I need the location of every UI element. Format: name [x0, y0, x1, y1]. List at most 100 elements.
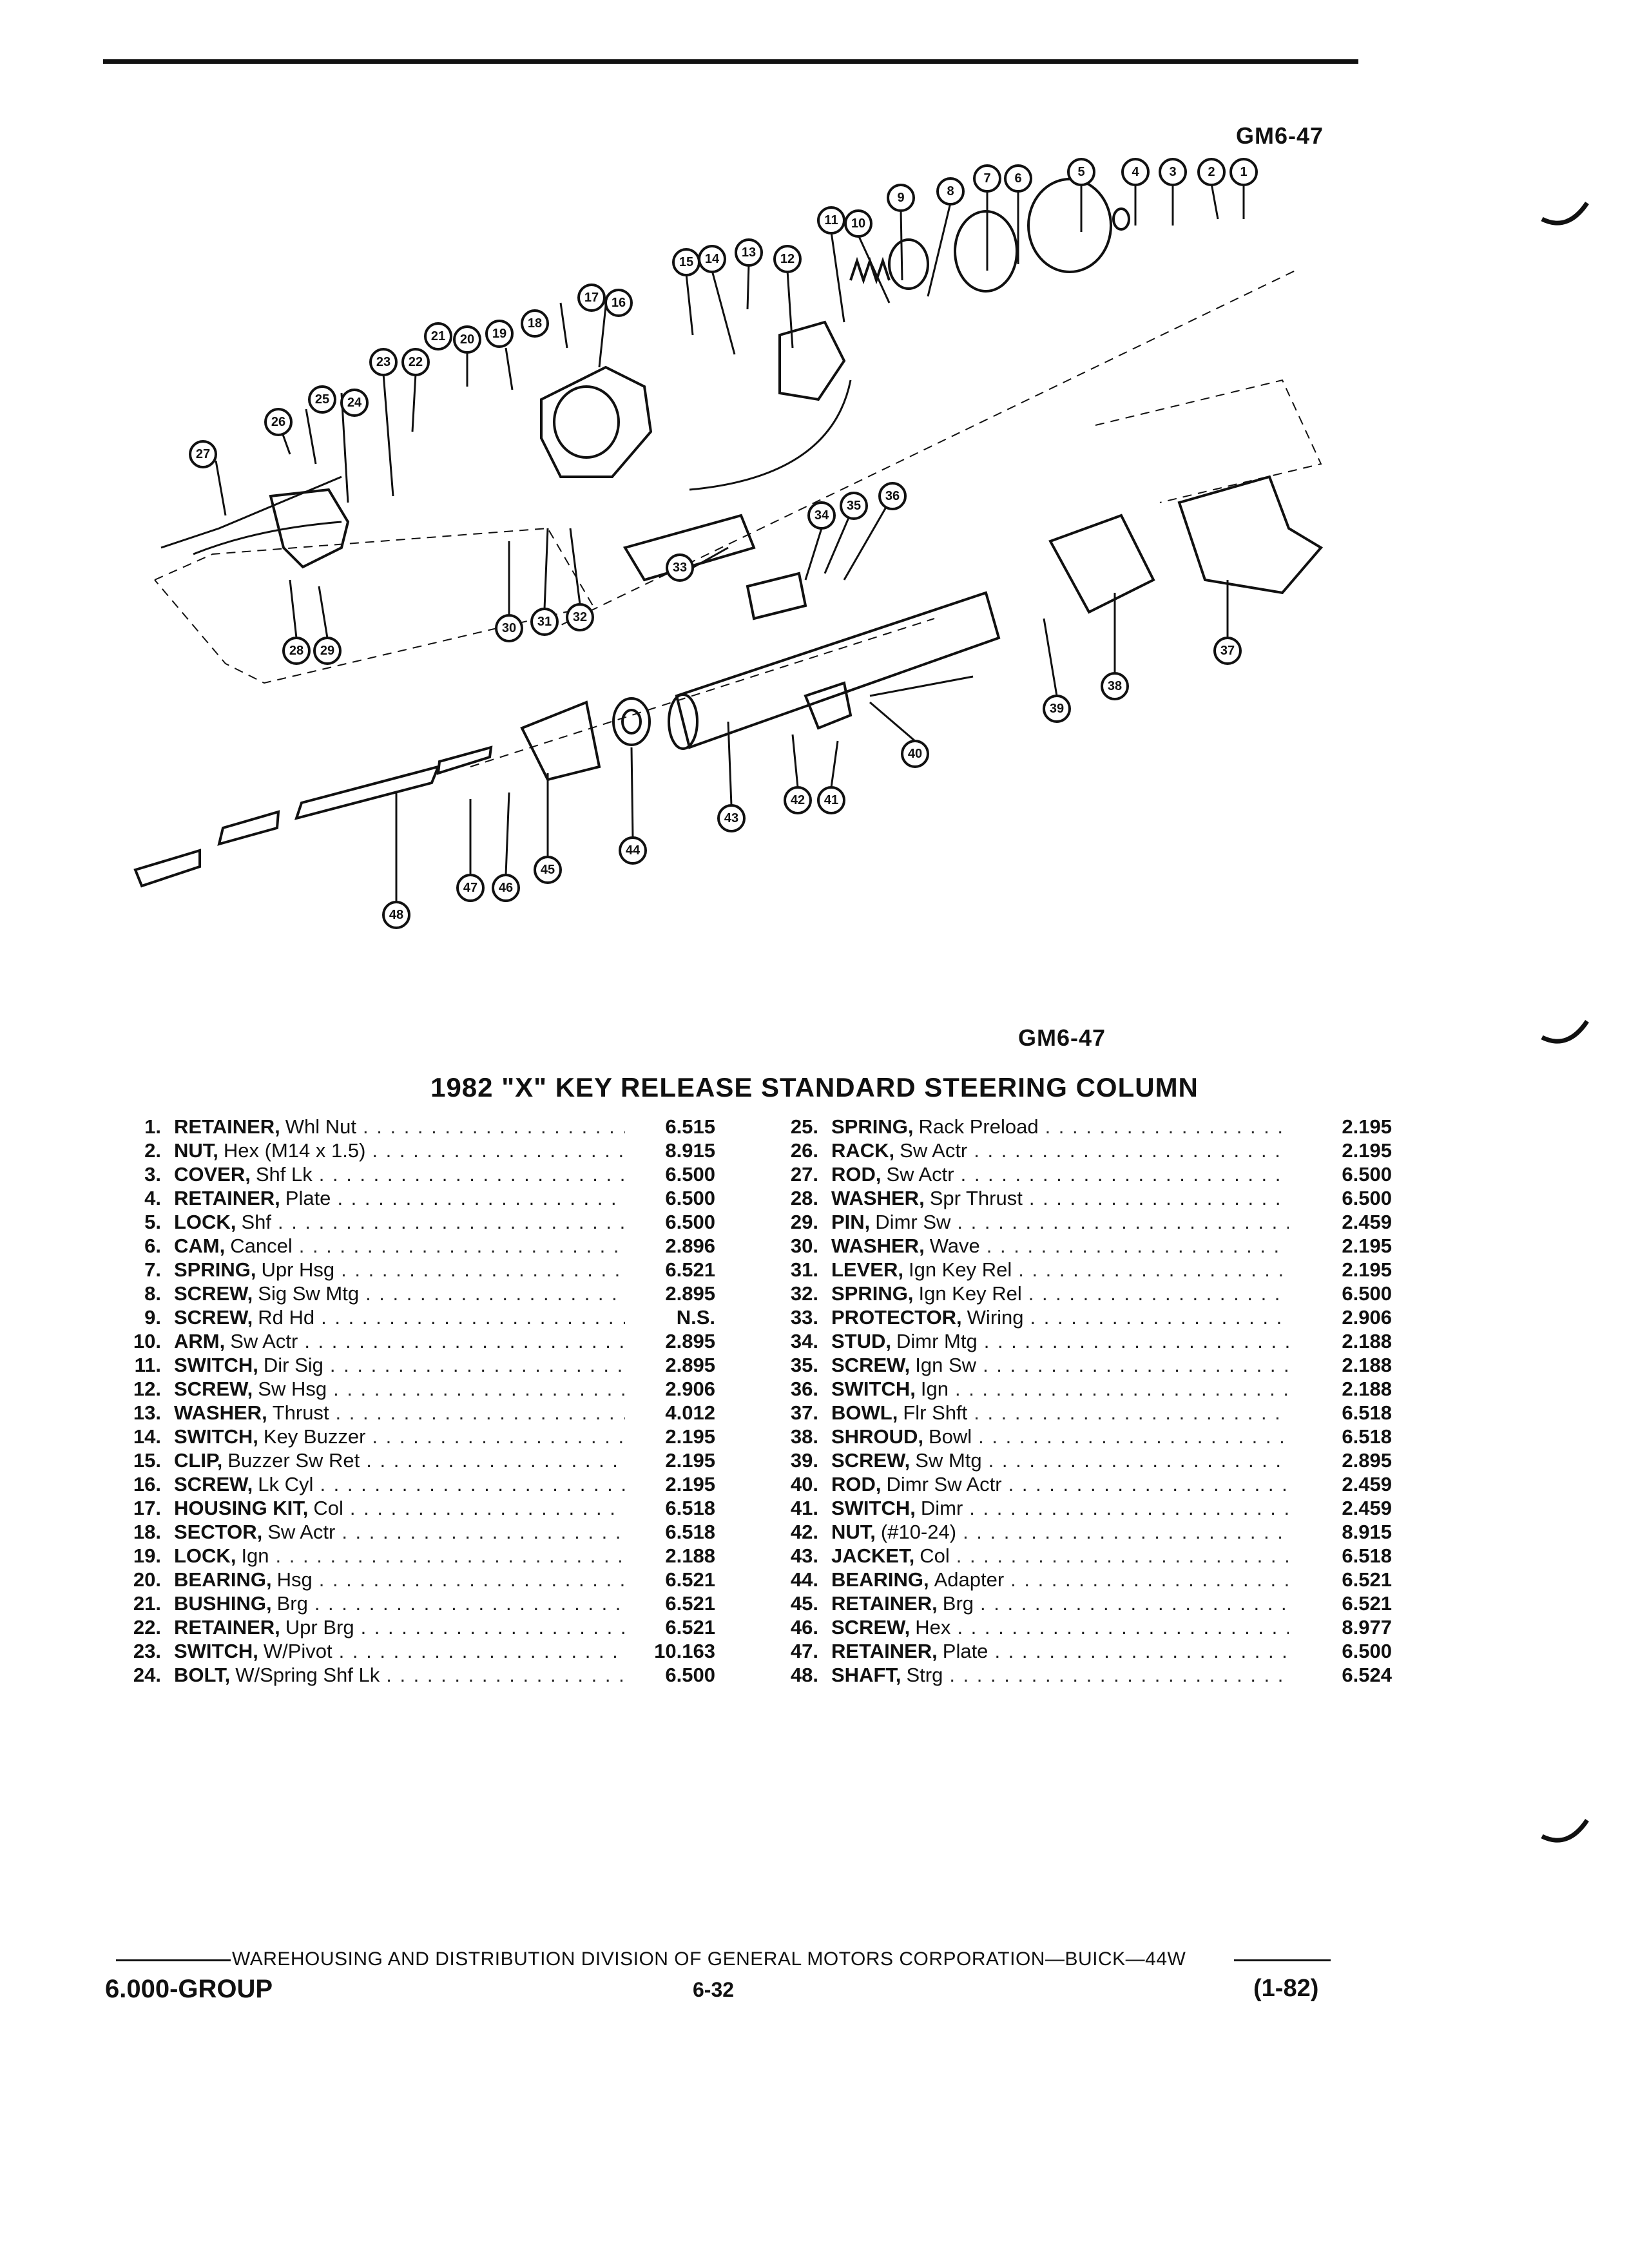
part-name: SPRING,: [831, 1282, 914, 1305]
group-number: 6.521: [665, 1258, 715, 1281]
part-row: 29.PIN,Dimr Sw2.459: [760, 1210, 1392, 1234]
part-name: ARM,: [174, 1330, 226, 1352]
part-number: 20.: [133, 1568, 161, 1591]
callout-8: 8: [936, 177, 965, 206]
part-number: 25.: [790, 1115, 818, 1138]
callout-44: 44: [619, 836, 647, 865]
part-row: 24.BOLT,W/Spring Shf Lk6.500: [103, 1663, 715, 1687]
leader-dots: [1045, 1115, 1289, 1139]
part-number: 5.: [144, 1211, 161, 1233]
svg-text:43: 43: [724, 811, 738, 825]
bowl-part: [1177, 475, 1324, 595]
jacket-part: [675, 591, 1001, 749]
part-description: Sw Actr: [230, 1330, 298, 1352]
svg-text:28: 28: [289, 644, 304, 658]
svg-text:41: 41: [824, 793, 838, 807]
part-row: 41.SWITCH,Dimr2.459: [760, 1496, 1392, 1520]
part-name: CLIP,: [174, 1449, 223, 1472]
part-number: 18.: [133, 1521, 161, 1543]
part-description: Dimr Sw Actr: [886, 1473, 1002, 1495]
part-description: Sig Sw Mtg: [258, 1282, 360, 1305]
actuator-rod: [160, 476, 342, 549]
svg-text:15: 15: [679, 255, 693, 269]
part-row: 3.COVER,Shf Lk6.500: [103, 1162, 715, 1186]
svg-text:32: 32: [573, 610, 587, 624]
part-description: W/Spring Shf Lk: [235, 1664, 380, 1686]
svg-text:25: 25: [315, 392, 329, 407]
part-description: Upr Brg: [285, 1616, 354, 1639]
svg-text:34: 34: [815, 508, 829, 523]
callout-35: 35: [840, 492, 868, 520]
callout-40: 40: [901, 740, 929, 768]
part-number: 38.: [790, 1425, 818, 1448]
part-name: RETAINER,: [831, 1592, 938, 1615]
part-description: Key Buzzer: [263, 1425, 366, 1448]
part-row: 1.RETAINER,Whl Nut6.515: [103, 1115, 715, 1139]
group-number: 2.188: [1342, 1354, 1392, 1376]
part-number: 39.: [790, 1449, 818, 1472]
group-number: 2.459: [1342, 1497, 1392, 1519]
footer-group: 6.000-GROUP: [105, 1975, 273, 2003]
part-description: Sw Hsg: [258, 1378, 327, 1400]
page-number: 6-32: [693, 1978, 735, 2001]
part-row: 6.CAM,Cancel2.896: [103, 1234, 715, 1258]
part-row: 8.SCREW,Sig Sw Mtg2.895: [103, 1282, 715, 1305]
leader-dots: [337, 1186, 625, 1210]
part-name: BEARING,: [174, 1568, 272, 1591]
part-description: Wiring: [967, 1306, 1024, 1329]
part-name: ROD,: [831, 1163, 882, 1186]
part-name: SCREW,: [831, 1616, 911, 1639]
part-description: Spr Thrust: [929, 1187, 1023, 1209]
leader-dots: [299, 1234, 625, 1258]
svg-text:1: 1: [1240, 165, 1247, 179]
svg-text:6: 6: [1014, 171, 1021, 186]
part-name: COVER,: [174, 1163, 251, 1186]
leader-dots: [363, 1115, 625, 1139]
part-row: 48.SHAFT,Strg6.524: [760, 1663, 1392, 1687]
group-number: 10.163: [654, 1640, 715, 1662]
part-name: LOCK,: [174, 1211, 236, 1233]
svg-text:31: 31: [537, 615, 552, 629]
part-number: 34.: [790, 1330, 818, 1352]
callout-29: 29: [313, 637, 342, 665]
svg-text:27: 27: [196, 447, 210, 461]
part-description: Col: [920, 1544, 950, 1567]
callout-33: 33: [666, 553, 694, 582]
part-number: 15.: [133, 1449, 161, 1472]
part-description: Shf: [241, 1211, 271, 1233]
binder-mark-icon: [1541, 1819, 1589, 1843]
callout-32: 32: [566, 603, 594, 631]
part-name: SCREW,: [174, 1306, 253, 1329]
leader-dots: [1028, 1282, 1289, 1305]
part-row: 46.SCREW,Hex8.977: [760, 1615, 1392, 1639]
part-name: NUT,: [831, 1521, 876, 1543]
callout-6: 6: [1004, 164, 1032, 193]
group-number: 2.195: [1342, 1258, 1392, 1281]
leader-dots: [319, 1568, 625, 1591]
part-number: 31.: [790, 1258, 818, 1281]
callout-21: 21: [424, 322, 452, 351]
svg-text:17: 17: [584, 291, 599, 305]
callout-13: 13: [735, 238, 763, 267]
part-row: 17.HOUSING KIT,Col6.518: [103, 1496, 715, 1520]
part-name: SWITCH,: [174, 1354, 258, 1376]
svg-text:42: 42: [791, 793, 805, 807]
direction-signal-switch-part: [778, 320, 846, 401]
ignition-switch-part: [746, 572, 807, 620]
svg-text:33: 33: [673, 561, 687, 575]
part-name: JACKET,: [831, 1544, 915, 1567]
part-number: 42.: [790, 1521, 818, 1543]
part-description: Sw Actr: [886, 1163, 954, 1186]
dimmer-rod: [869, 675, 974, 697]
part-number: 37.: [790, 1401, 818, 1424]
leader-dots: [961, 1162, 1289, 1186]
part-number: 48.: [790, 1664, 818, 1686]
callout-20: 20: [453, 325, 481, 354]
part-number: 27.: [790, 1163, 818, 1186]
part-name: ROD,: [831, 1473, 882, 1495]
part-number: 7.: [144, 1258, 161, 1281]
part-row: 27.ROD,Sw Actr6.500: [760, 1162, 1392, 1186]
leader-dots: [372, 1139, 625, 1162]
group-number: 2.906: [665, 1378, 715, 1400]
part-name: SWITCH,: [174, 1425, 258, 1448]
